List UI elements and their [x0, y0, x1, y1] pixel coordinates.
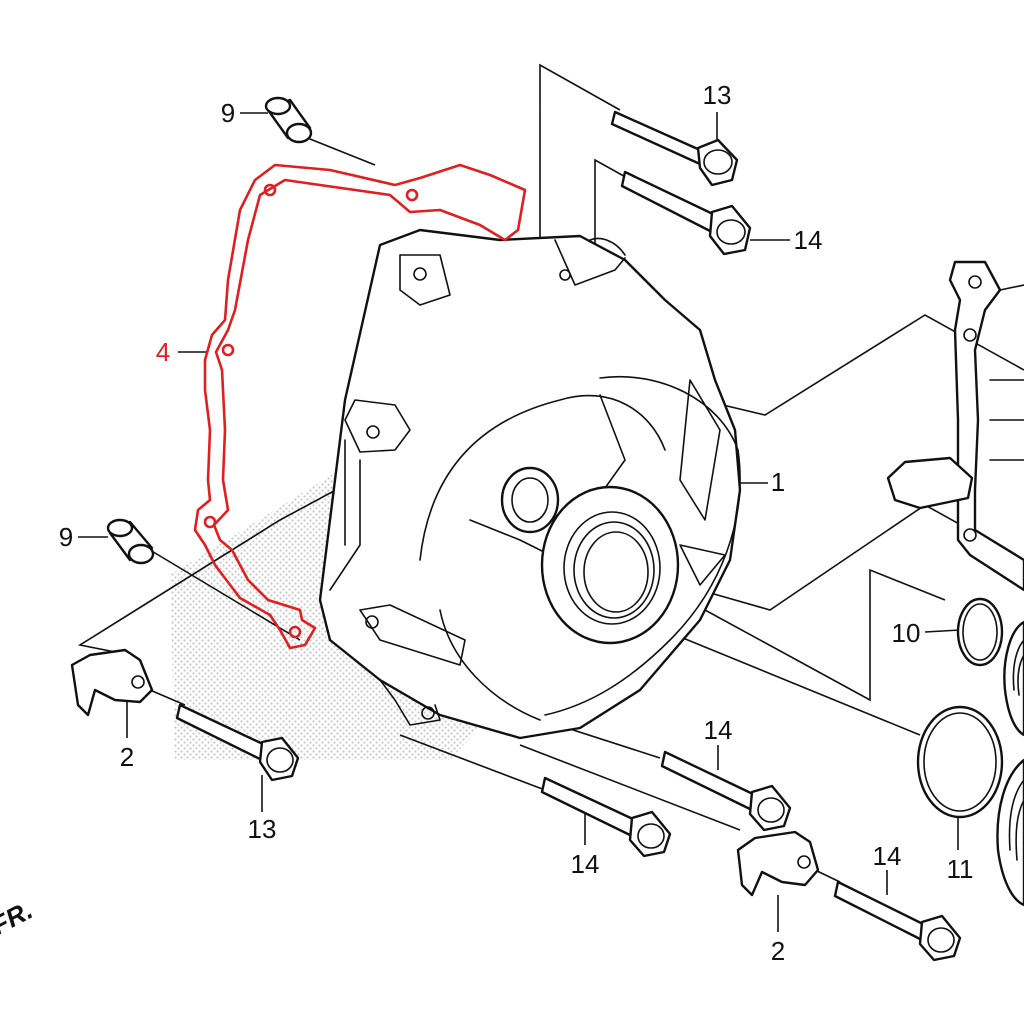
callout-14-lower-left: 14: [571, 849, 600, 879]
gasket-bolt-holes: [203, 183, 419, 639]
callout-2-right: 2: [771, 936, 785, 966]
callout-11: 11: [947, 854, 974, 884]
dowel-pin-upper: [264, 96, 313, 144]
callout-10: 10: [892, 618, 921, 648]
callout-2-left: 2: [120, 742, 134, 772]
bolt-14-lower-left: [540, 776, 672, 858]
callout-9-lower: 9: [59, 522, 73, 552]
clamp-right: [736, 830, 820, 897]
right-crankcase-cover: [318, 228, 742, 740]
bolt-13-lower: [175, 703, 300, 782]
bolt-14-lower-middle: [660, 750, 792, 832]
bolt-13-upper: [610, 110, 739, 187]
right-edge-shafts: [996, 620, 1024, 907]
callout-9-upper: 9: [221, 98, 235, 128]
callout-labels: 1 2 2 4 9 9 10 11 13 13 14 14 14 14: [59, 80, 974, 966]
callout-13-lower: 13: [248, 814, 277, 844]
o-ring-11: [916, 705, 1004, 819]
callout-14-lower-middle: 14: [704, 715, 733, 745]
front-marker-text: FR.: [0, 895, 37, 941]
callout-1: 1: [771, 467, 785, 497]
callout-14-lower-right: 14: [873, 841, 902, 871]
callout-14-upper: 14: [794, 225, 823, 255]
front-direction-marker: FR.: [0, 895, 37, 941]
bolt-14-lower-right: [833, 880, 962, 962]
bolt-14-upper: [620, 170, 752, 256]
o-ring-10: [956, 597, 1004, 667]
right-edge-bracket: [886, 260, 1024, 592]
callout-13-upper: 13: [703, 80, 732, 110]
clamp-left: [70, 648, 154, 717]
cover-gasket-highlight: [193, 163, 527, 650]
callout-4: 4: [156, 337, 170, 367]
dowel-pin-lower: [106, 518, 155, 565]
